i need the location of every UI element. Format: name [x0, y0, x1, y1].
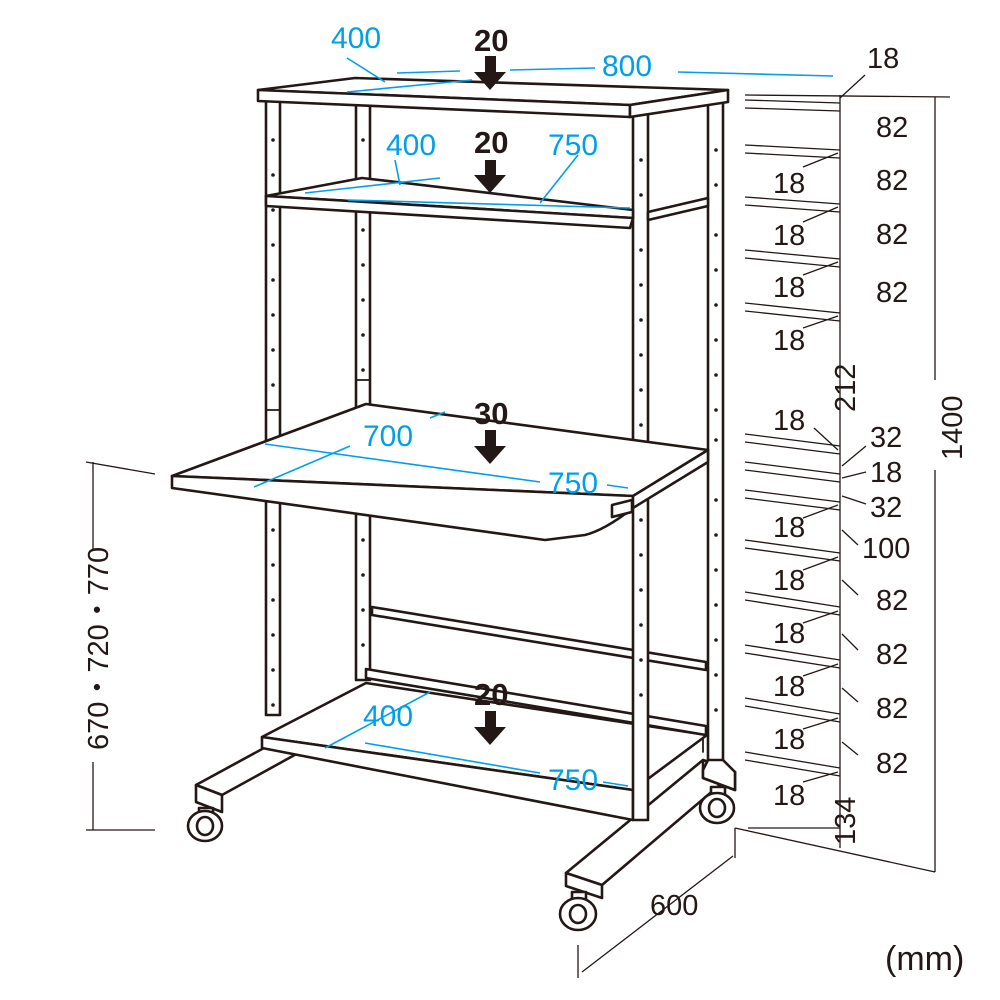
pitch-label: 32: [870, 422, 902, 454]
upper-shelf: [264, 176, 710, 230]
base-end-front: [564, 871, 604, 900]
cross-bar-upper: [370, 605, 708, 672]
upper-shelf-front-edge: [264, 194, 635, 230]
pitch-label: 32: [870, 492, 902, 524]
arrow-down-icon: [474, 711, 506, 745]
pitch-label: 18: [773, 168, 805, 200]
desk-depth: 700: [363, 420, 413, 453]
pitch-label: 212: [830, 364, 862, 412]
desk-width: 750: [548, 467, 598, 500]
unit-label: (mm): [885, 940, 964, 978]
pitch-label: 18: [870, 457, 902, 489]
pitch-label: 18: [773, 512, 805, 544]
pitch-ticks: [744, 99, 841, 777]
load-upper-shelf: 20: [474, 125, 508, 160]
pitch-label: 18: [773, 325, 805, 357]
desk-shelf-bracket: [610, 498, 634, 519]
pitch-label: 82: [876, 277, 908, 309]
arrow-down-icon: [474, 56, 506, 90]
pitch-label: 18: [773, 780, 805, 812]
pitch-label: 82: [876, 639, 908, 671]
post-holes: [271, 138, 718, 712]
caster-right: [698, 785, 736, 825]
pitch-label: 82: [876, 585, 908, 617]
top-shelf-side-edge: [628, 88, 730, 119]
pitch-label: 82: [876, 219, 908, 251]
casters: [186, 785, 736, 932]
pitch-label: 18: [773, 671, 805, 703]
load-bottom: 20: [474, 677, 508, 712]
pitch-label: 18: [773, 724, 805, 756]
pitch-label: 18: [773, 220, 805, 252]
pitch-label: 18: [773, 618, 805, 650]
pitch-label: 82: [876, 748, 908, 780]
load-top: 20: [474, 23, 508, 58]
cross-bar-lower: [364, 667, 708, 737]
blue-dimensions: [253, 57, 834, 787]
load-arrows: [474, 56, 506, 745]
pitch-label: 100: [862, 533, 910, 565]
top-width: 800: [602, 50, 652, 83]
black-dimensions: [85, 74, 951, 978]
cross-bars: [364, 605, 708, 737]
top-depth: 400: [331, 22, 381, 55]
labels: 20 20 30 20 400 800 400 750 700 750 400 …: [83, 22, 969, 978]
arrow-down-icon: [474, 160, 506, 193]
pitch-label: 18: [773, 272, 805, 304]
bottom-depth: 400: [363, 700, 413, 733]
base-end-back: [194, 783, 224, 814]
pitch-label: 18: [773, 565, 805, 597]
upper-shelf-side-bar: [646, 196, 710, 222]
back-left-post: [264, 98, 282, 717]
desk-shelf: [170, 402, 710, 542]
overall-depth-label: 600: [650, 890, 698, 922]
bottom-width: 750: [548, 764, 598, 797]
pitch-label: 82: [876, 112, 908, 144]
pitch-label: 82: [876, 165, 908, 197]
caster-front: [558, 890, 598, 932]
top-shelf: [256, 76, 730, 119]
pitch-leaders: [802, 152, 867, 783]
overall-height-label: 1400: [937, 395, 969, 460]
pitch-label: 134: [830, 797, 862, 845]
load-desk: 30: [474, 396, 508, 431]
arrow-down-icon: [474, 430, 506, 464]
pitch-label: 18: [867, 43, 899, 75]
pitch-labels: 18 82 18 82 18 82 18 82 18 212 18 32 18 …: [773, 43, 910, 845]
pitch-label: 82: [876, 693, 908, 725]
caster-back-left: [186, 806, 224, 843]
upper-width: 750: [548, 129, 598, 162]
pitch-label: 18: [773, 405, 805, 437]
front-right-foot: [701, 758, 737, 792]
desk-height-label: 670・720・770: [83, 547, 115, 750]
upper-depth: 400: [386, 129, 436, 162]
